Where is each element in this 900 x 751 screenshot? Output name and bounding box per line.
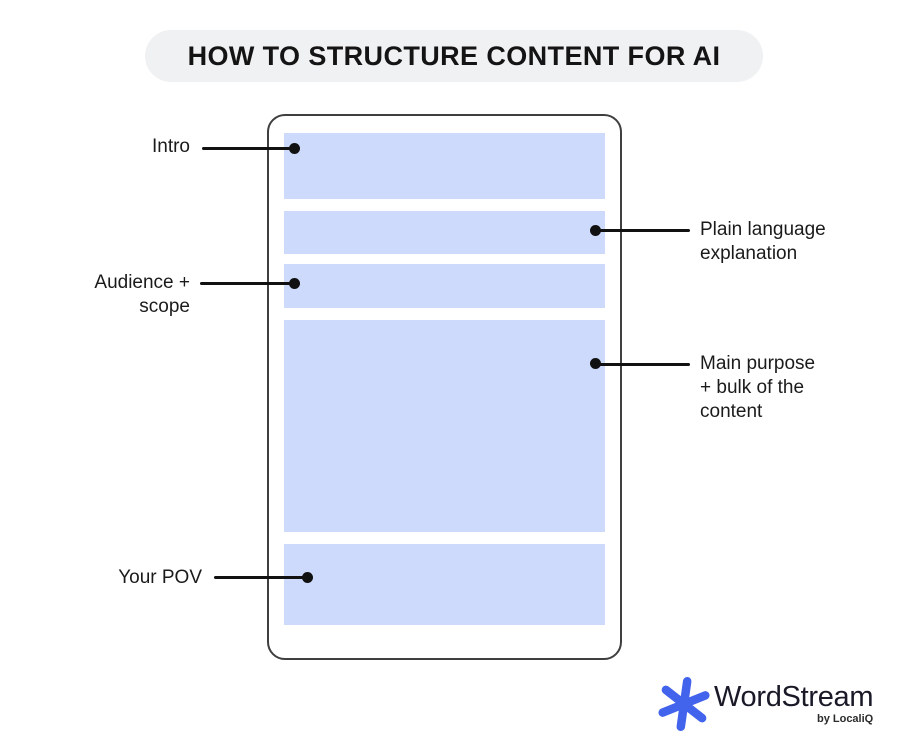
callout-line-your-pov [214, 576, 308, 579]
content-block-audience-scope [284, 264, 605, 308]
callout-line-audience-scope [200, 282, 294, 285]
callout-label-your-pov: Your POV [118, 567, 202, 588]
callout-label-intro: Intro [151, 136, 190, 157]
callout-label-plain-language: Plain language explanation [700, 219, 826, 264]
callout-line-intro [202, 147, 295, 150]
callout-dot-plain-language [590, 225, 601, 236]
callout-label-audience-scope: Audience + scope [94, 272, 190, 317]
callout-dot-intro [289, 143, 300, 154]
callout-dot-your-pov [302, 572, 313, 583]
callout-line-plain-language [596, 229, 690, 232]
content-block-main-purpose [284, 320, 605, 532]
callout-dot-audience-scope [289, 278, 300, 289]
page-title: HOW TO STRUCTURE CONTENT FOR AI [187, 40, 721, 71]
content-block-your-pov [284, 544, 605, 625]
wordstream-asterisk-icon [658, 676, 710, 732]
brand-lockup: WordStream by LocaliQ [714, 681, 874, 726]
content-block-plain-language [284, 211, 605, 254]
callout-dot-main-purpose [590, 358, 601, 369]
content-block-intro [284, 133, 605, 199]
callout-label-main-purpose: Main purpose + bulk of the content [700, 353, 816, 422]
brand-name: WordStream [714, 681, 874, 713]
callout-line-main-purpose [596, 363, 690, 366]
brand-byline: by LocaliQ [816, 713, 874, 725]
title-pill: HOW TO STRUCTURE CONTENT FOR AI [145, 30, 763, 82]
